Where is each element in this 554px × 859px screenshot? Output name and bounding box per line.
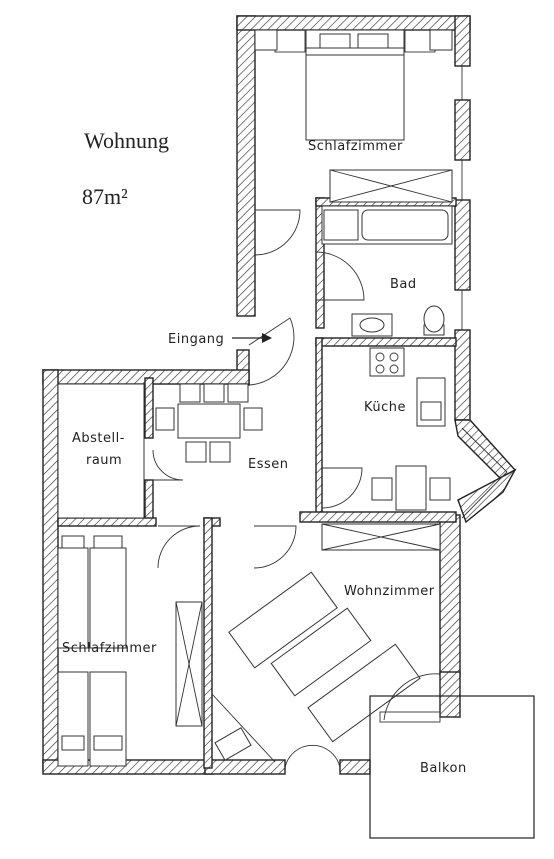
area-label: 87m² [82, 184, 128, 209]
room-label-wohnzimmer: Wohnzimmer [344, 584, 435, 599]
entrance-arrow-icon [232, 333, 272, 343]
room-label-kueche: Küche [364, 400, 406, 415]
room-label-abstellraum-2: raum [86, 453, 122, 468]
room-label-schlafzimmer-top: Schlafzimmer [308, 139, 403, 154]
doors [152, 209, 441, 769]
room-label-essen: Essen [248, 457, 289, 472]
walls [42, 15, 517, 775]
furniture [57, 29, 535, 839]
labels: Wohnung 87m² Schlafzimmer Bad Eingang Kü… [62, 128, 467, 776]
room-label-abstellraum-1: Abstell- [72, 431, 125, 446]
room-label-balkon: Balkon [420, 761, 467, 776]
room-label-bad: Bad [390, 277, 417, 292]
room-label-schlafzimmer-bottom: Schlafzimmer [62, 641, 157, 656]
label-eingang: Eingang [168, 332, 224, 347]
plan-title: Wohnung [84, 128, 169, 153]
